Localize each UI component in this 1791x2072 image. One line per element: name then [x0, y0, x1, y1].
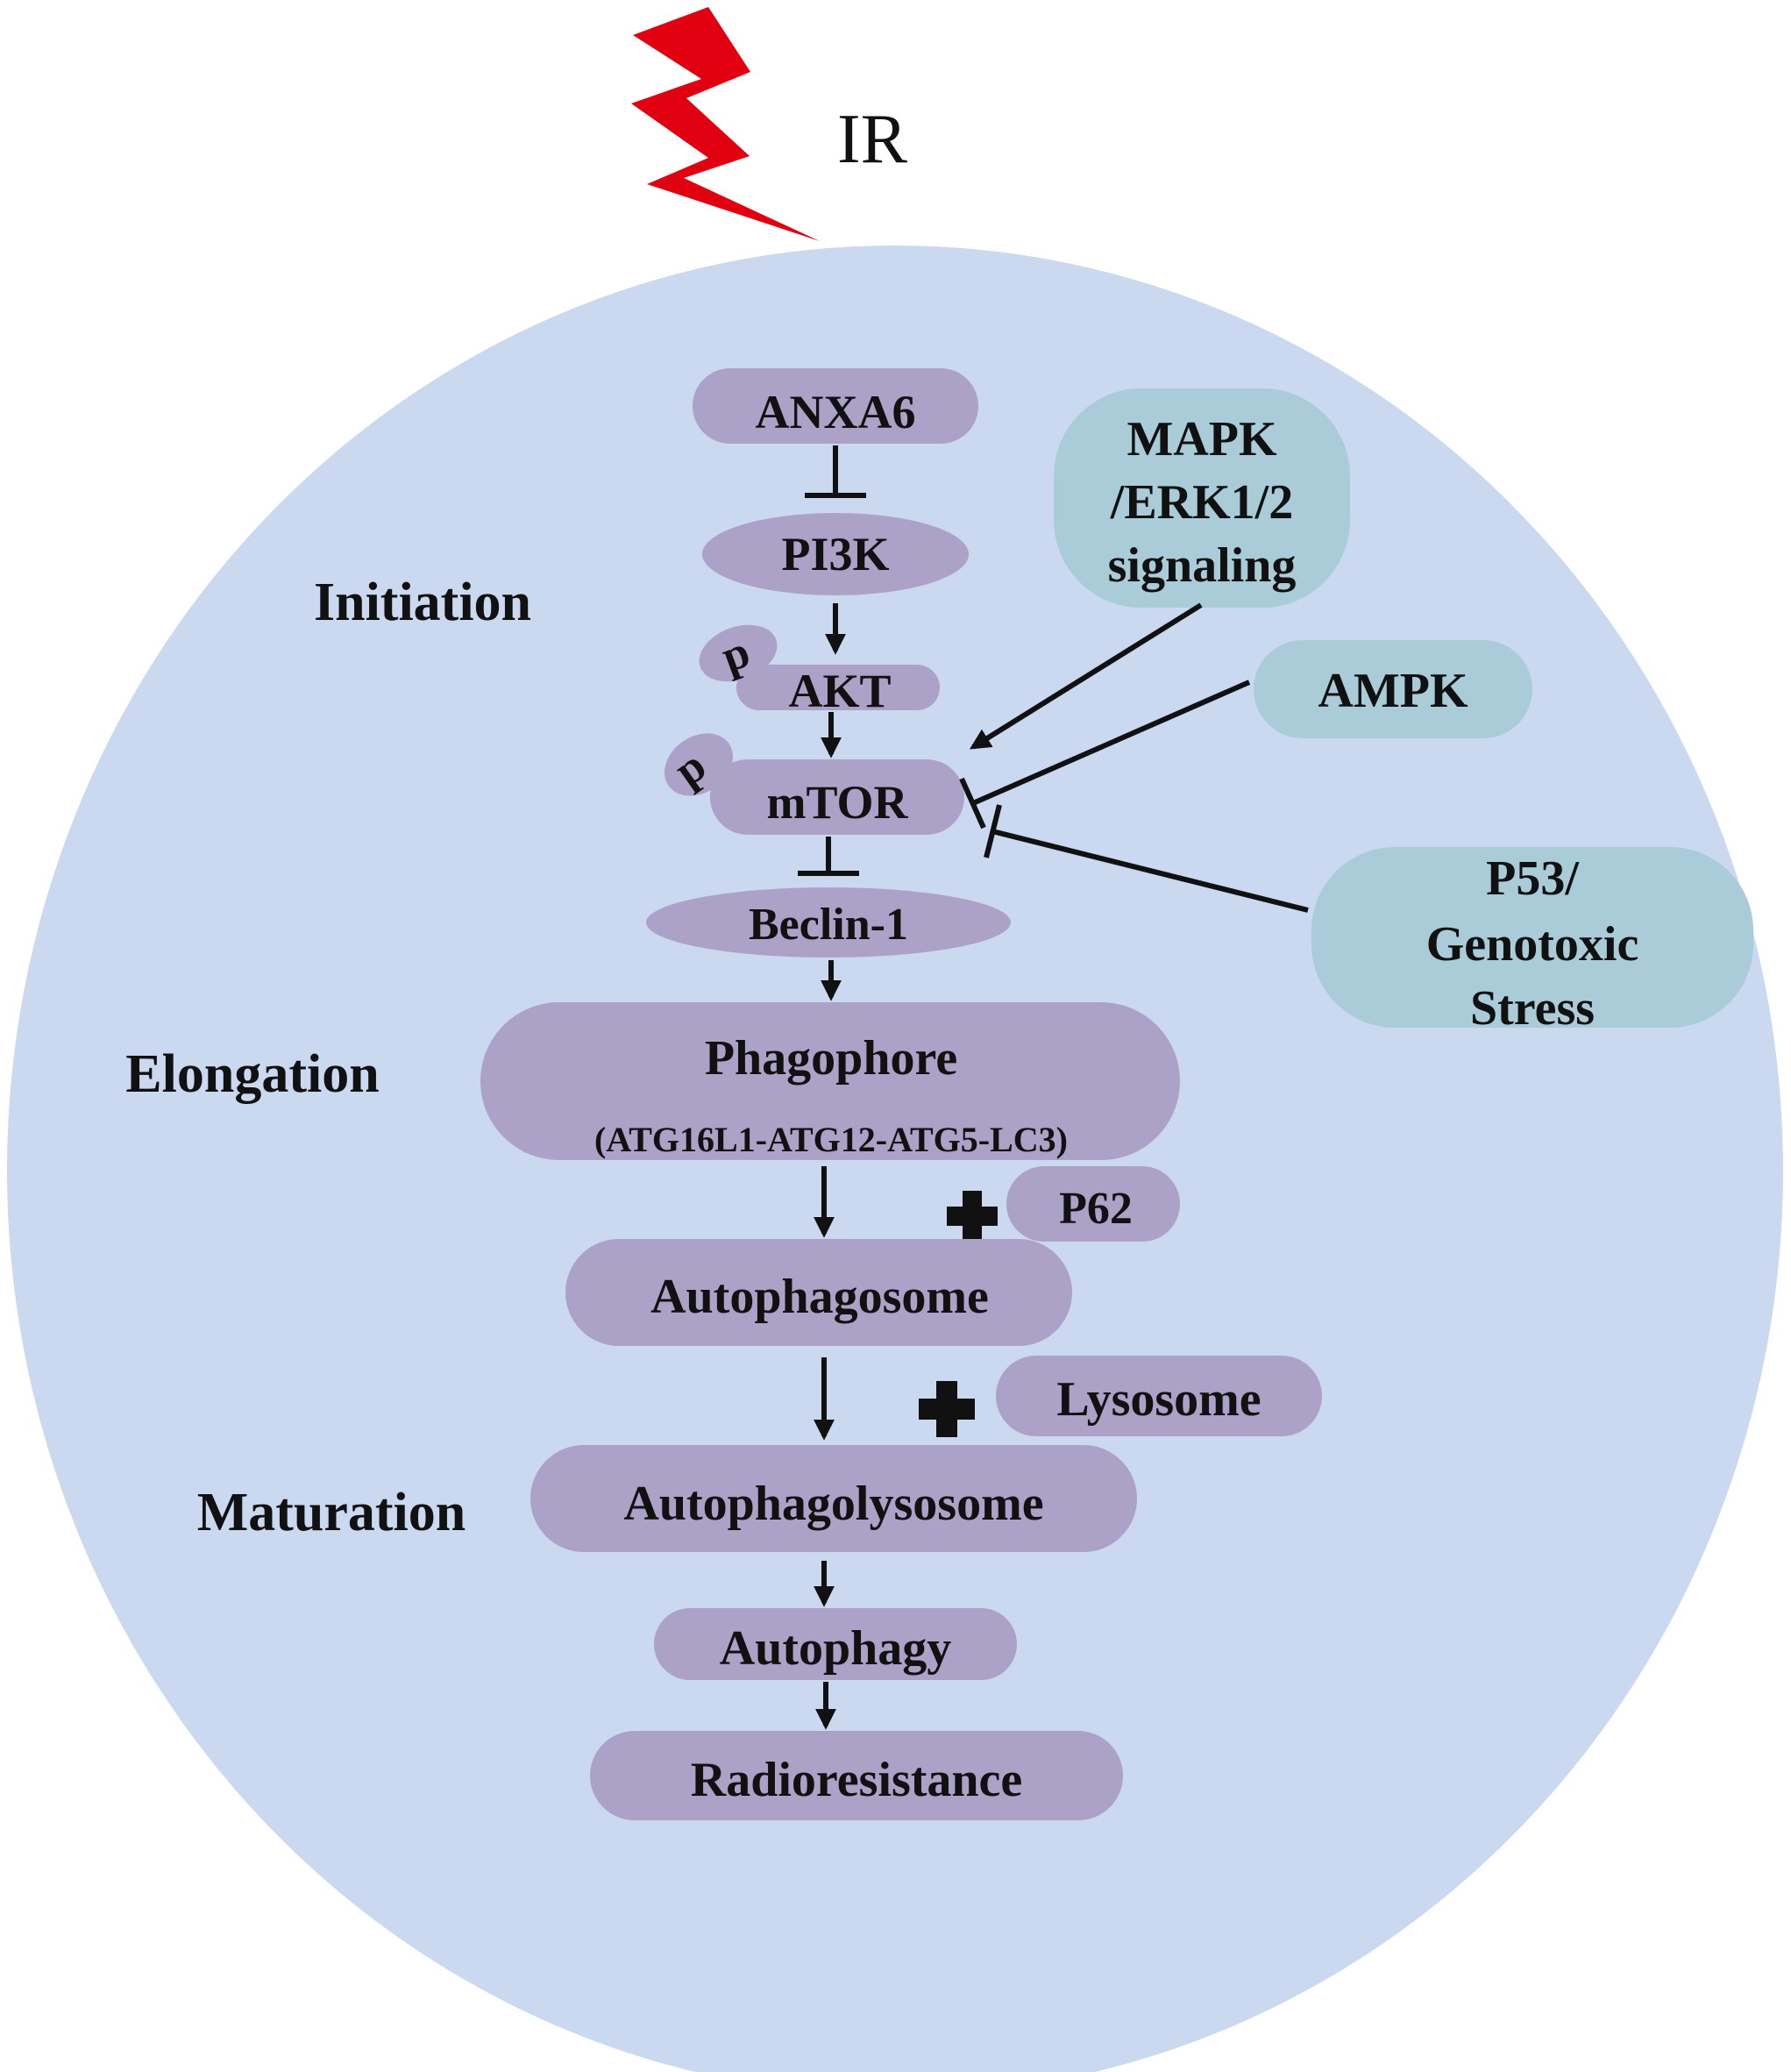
akt-label: AKT [788, 665, 891, 717]
pi3k-label: PI3K [781, 528, 889, 580]
p53-node [1311, 847, 1753, 1028]
stage-initiation-label: Initiation [314, 573, 531, 632]
radioresistance-node [590, 1731, 1123, 1820]
ampk-node [1254, 640, 1532, 738]
beclin1-label: Beclin-1 [749, 900, 908, 950]
anxa6-node [693, 368, 978, 444]
autophagy-label: Autophagy [720, 1621, 952, 1676]
p53-label-line2: Genotoxic [1426, 917, 1639, 972]
autophagosome-label: Autophagosome [650, 1270, 989, 1324]
pi3k-node [702, 513, 969, 595]
radioresistance-label: Radioresistance [691, 1753, 1023, 1807]
lysosome-label: Lysosome [1056, 1372, 1261, 1427]
phagophore-complex-label: (ATG16L1-ATG12-ATG5-LC3) [594, 1120, 1068, 1159]
akt-node [736, 665, 940, 710]
mapk-activates-mtor-arrow [969, 602, 1203, 750]
ampk-label: AMPK [1318, 664, 1468, 718]
ampk-inhibit-bar [959, 777, 986, 830]
plus-icon-lysosome [919, 1381, 975, 1437]
lightning-icon [631, 7, 820, 241]
mapk-node [1054, 388, 1350, 608]
autophagolysosome-label: Autophagolysosome [623, 1477, 1043, 1531]
phagophore-label: Phagophore [705, 1031, 957, 1086]
ampk-inhibits-mtor [971, 680, 1251, 806]
phagophore-node [480, 1002, 1180, 1160]
p53-inhibit-bar [984, 804, 1002, 858]
p53-inhibits-mtor [991, 829, 1309, 913]
autophagosome-node [565, 1239, 1072, 1346]
plus-icon-p62 [947, 1191, 998, 1242]
stage-maturation-label: Maturation [197, 1483, 466, 1542]
autophagy-node [654, 1608, 1017, 1680]
mapk-label-line3: signaling [1108, 538, 1297, 593]
autophagolysosome-node [530, 1445, 1137, 1552]
p62-label: P62 [1059, 1184, 1133, 1234]
mtor-phospho-badge [665, 733, 733, 796]
akt-phospho-badge [699, 624, 778, 682]
p53-label-line1: P53/ [1486, 851, 1580, 906]
mapk-label-line2: /ERK1/2 [1110, 475, 1293, 530]
lysosome-node [996, 1356, 1322, 1436]
p53-label-line3: Stress [1470, 981, 1595, 1036]
anxa6-label: ANXA6 [756, 386, 916, 438]
ir-label: IR [837, 101, 908, 178]
mtor-node [710, 759, 964, 835]
mtor-label: mTOR [766, 776, 908, 829]
stage-elongation-label: Elongation [125, 1044, 379, 1104]
p62-node [1006, 1166, 1180, 1242]
beclin1-node [646, 887, 1011, 958]
mapk-label-line1: MAPK [1126, 412, 1277, 466]
connectors [798, 445, 1309, 1730]
